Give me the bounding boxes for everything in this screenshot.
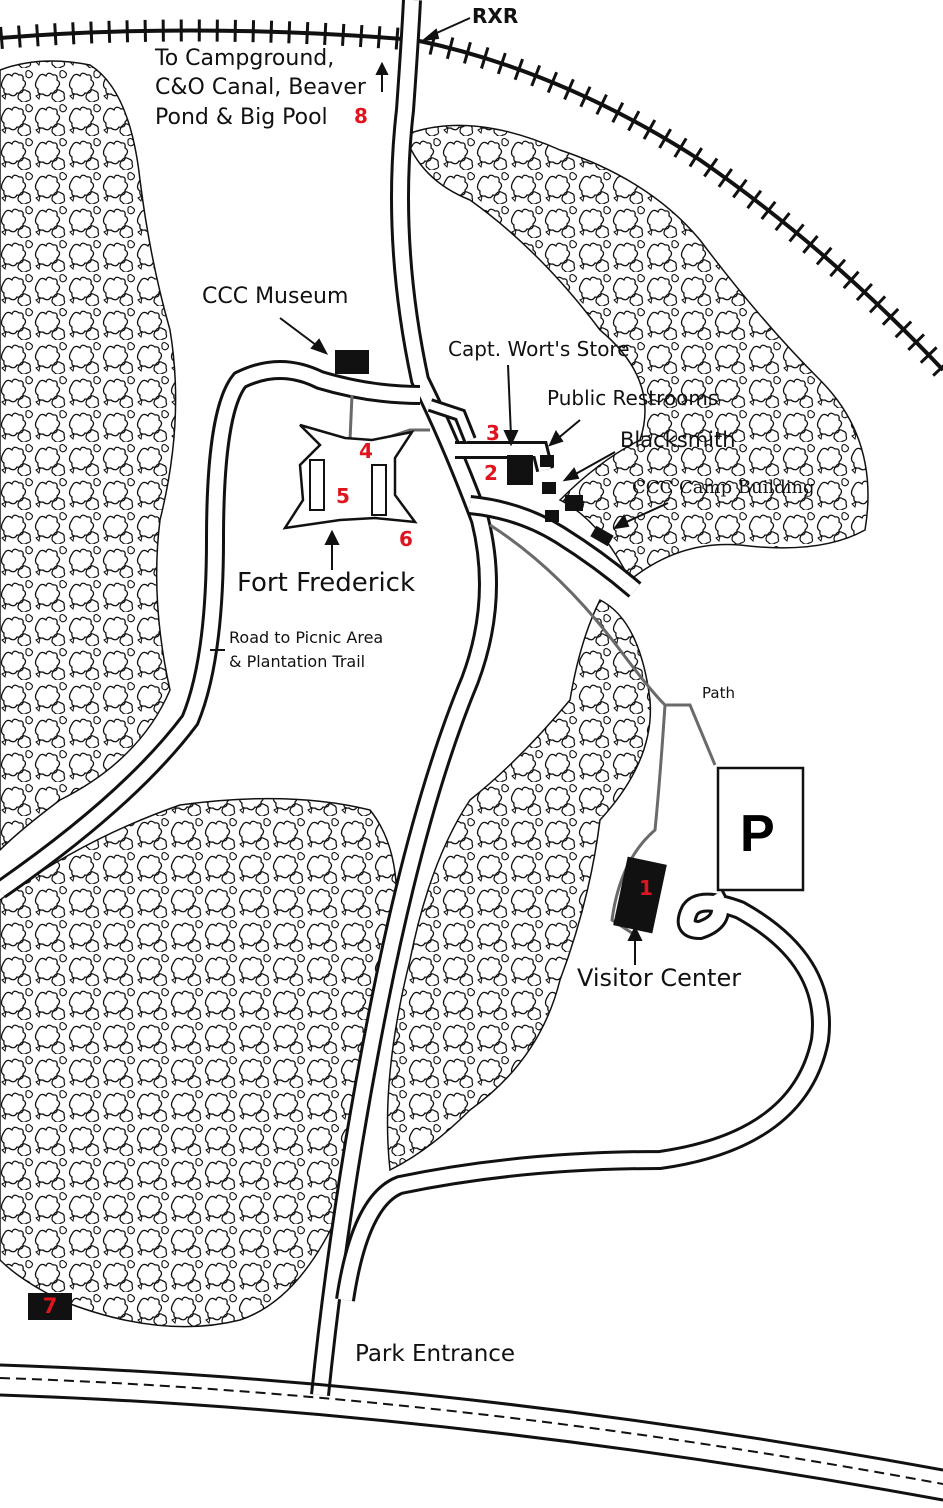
marker-3: 3: [486, 421, 500, 445]
blacksmith-label: Blacksmith: [620, 428, 736, 452]
visitor-road: [335, 889, 831, 1302]
ccc-museum-building: [335, 350, 369, 374]
railroad-track: [0, 19, 943, 378]
campground-label-line2: C&O Canal, Beaver: [155, 75, 366, 100]
marker-6: 6: [399, 527, 413, 551]
rxr-label: RXR: [472, 4, 519, 28]
fort-frederick-outline: [282, 423, 418, 530]
path-label: Path: [702, 684, 735, 702]
ccc-camp-building-label: CCC Camp Building: [632, 477, 815, 498]
store-building: [507, 455, 533, 485]
blacksmith-building: [565, 495, 583, 511]
campground-label-line1: To Campground,: [155, 46, 335, 71]
ccc-camp-building: [590, 525, 614, 547]
pointer-arrows: [210, 17, 669, 965]
capt-worts-store-label: Capt. Wort's Store: [448, 337, 630, 361]
parking-lot: [716, 766, 805, 892]
picnic-road-label-line2: & Plantation Trail: [229, 652, 366, 671]
forest-central: [386, 598, 652, 1172]
forest-west: [0, 60, 177, 852]
restroom-building: [540, 455, 554, 467]
picnic-road-label-line1: Road to Picnic Area: [229, 628, 384, 647]
visitor-center-label: Visitor Center: [577, 964, 742, 992]
marker-7: 7: [28, 1293, 72, 1320]
parking-label: P: [740, 805, 775, 863]
main-road: [310, 0, 498, 1397]
campground-label-line3: Pond & Big Pool: [155, 105, 328, 130]
forest-northeast: [404, 124, 869, 582]
public-restrooms-label: Public Restrooms: [547, 386, 719, 410]
highway: [0, 1363, 943, 1502]
picnic-road: [0, 360, 421, 899]
marker-1: 1: [639, 876, 653, 900]
marker-8: 8: [354, 104, 368, 128]
buildings: [335, 350, 667, 934]
fort-frederick-label: Fort Frederick: [237, 568, 416, 598]
marker-4: 4: [359, 439, 373, 463]
park-entrance-label: Park Entrance: [355, 1341, 516, 1367]
marker-2: 2: [484, 461, 498, 485]
marker-5: 5: [336, 484, 350, 508]
ccc-museum-label: CCC Museum: [202, 284, 349, 309]
visitor-center-building: [613, 856, 667, 934]
